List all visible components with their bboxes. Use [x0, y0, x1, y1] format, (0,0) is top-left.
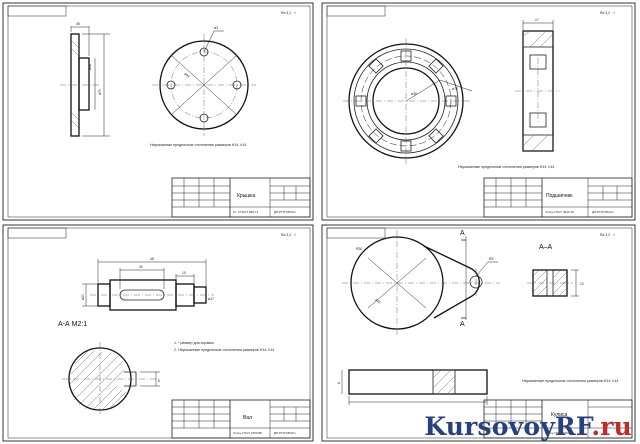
- bearing-roughness-symbol: √: [613, 11, 615, 15]
- shaft-dim-key: 30: [139, 265, 143, 269]
- rocker-bottom-view: [341, 369, 488, 405]
- rocker-dim-diameter: ø20: [374, 298, 381, 305]
- cover-roughness: Ra 3,2: [281, 11, 291, 15]
- shaft-side-view: [82, 259, 214, 311]
- bearing-code: ДП.РГУП.ВОЗ.х: [592, 210, 614, 214]
- shaft-standard: Сталь ГОСТ 1050-88: [233, 431, 262, 435]
- cover-code: ДП.РГУП.ВОЗ.х: [274, 210, 296, 214]
- cover-title: Крышка: [237, 193, 256, 199]
- shaft-dim-end: ø17: [208, 297, 214, 301]
- rocker-title-block: [483, 399, 633, 439]
- cover-dim-width: 45: [76, 22, 80, 26]
- bearing-dim-inner: ø35: [411, 92, 417, 96]
- watermark-prefix: KursovoyRF: [424, 412, 592, 441]
- rocker-section-mark-bottom: А: [460, 321, 465, 328]
- shaft-dim-diameter: ø20: [81, 294, 85, 300]
- cover-side-view: [60, 26, 110, 137]
- sheet-podshipnik: ø72 ø35 17 Неуказанные предельные отклон…: [321, 2, 636, 221]
- shaft-note-2: 2. Неуказанные предельные отклонения раз…: [174, 348, 274, 352]
- cover-roughness-symbol: √: [294, 11, 296, 15]
- cover-front-view: [152, 30, 256, 136]
- shaft-roughness: Ra 3,2: [281, 233, 291, 237]
- shaft-dim-length: 45: [150, 257, 154, 261]
- cover-dim-inner: ø48: [88, 64, 92, 70]
- rocker-roughness-symbol: √: [613, 233, 615, 237]
- site-watermark[interactable]: KursovoyRF.ru: [424, 413, 632, 441]
- bearing-front-view: [343, 38, 473, 164]
- shaft-roughness-symbol: √: [294, 233, 296, 237]
- shaft-title-block: [171, 399, 311, 439]
- sheet-krishka: 45 ø48 ø70 ø94 ø3 Неуказанные предельные…: [2, 2, 314, 221]
- rocker-front-view: [342, 230, 500, 336]
- bearing-title-block: [483, 177, 633, 218]
- rocker-dim-thickness: 12: [580, 282, 584, 286]
- rocker-roughness: Ra 3,2: [600, 233, 610, 237]
- watermark-suffix: .ru: [591, 412, 632, 441]
- shaft-dim-step: 10: [182, 271, 186, 275]
- rocker-dim-height: 8: [337, 382, 341, 384]
- rocker-section-label: А–А: [539, 244, 553, 251]
- rocker-section-view: [527, 269, 579, 297]
- shaft-section-view: [62, 342, 160, 416]
- sheet-val: 45 30 10 ø20 ø17 А-А М2:1 6 1. * размер: [2, 224, 314, 442]
- cover-title-block: [171, 177, 311, 218]
- shaft-note-1: 1. * размер для справок: [174, 341, 214, 345]
- shaft-code: ДП.РГУП.ВОЗ.х: [274, 431, 296, 435]
- rocker-note: Неуказанные предельные отклонения размер…: [522, 379, 618, 383]
- rocker-dim-radius-large: R30: [356, 247, 362, 251]
- rocker-section-mark-top: А: [460, 230, 465, 237]
- shaft-dim-key-depth: 6: [158, 379, 160, 383]
- bearing-dim-width: 17: [535, 18, 539, 22]
- sheet-kulisa: А А R5 ø20 R30 А–А 12: [321, 224, 636, 442]
- rocker-title: Кулиса: [551, 412, 568, 418]
- shaft-section-label: А-А М2:1: [58, 321, 87, 328]
- bearing-dim-outer: ø72: [452, 87, 458, 91]
- cover-dim-hole: ø3: [214, 26, 218, 30]
- shaft-title: Вал: [243, 415, 252, 421]
- bearing-note: Неуказанные предельные отклонения размер…: [458, 165, 554, 169]
- bearing-side-view: [515, 20, 560, 152]
- cover-standard: Ст. 3 ГОСТ 380-71: [233, 210, 259, 214]
- bearing-roughness: Ra 3,2: [600, 11, 610, 15]
- cover-dim-outer: ø70: [98, 89, 102, 95]
- rocker-dim-radius-small: R5: [489, 257, 493, 261]
- cover-dim-diameter: ø94: [183, 72, 190, 79]
- bearing-standard: Сталь ГОСТ 4543-78: [545, 210, 574, 214]
- bearing-title: Подшипник: [546, 193, 573, 199]
- cover-note: Неуказанные предельные отклонения размер…: [150, 143, 246, 147]
- rocker-standard: Сталь ГОСТ 1050-88: [545, 431, 574, 435]
